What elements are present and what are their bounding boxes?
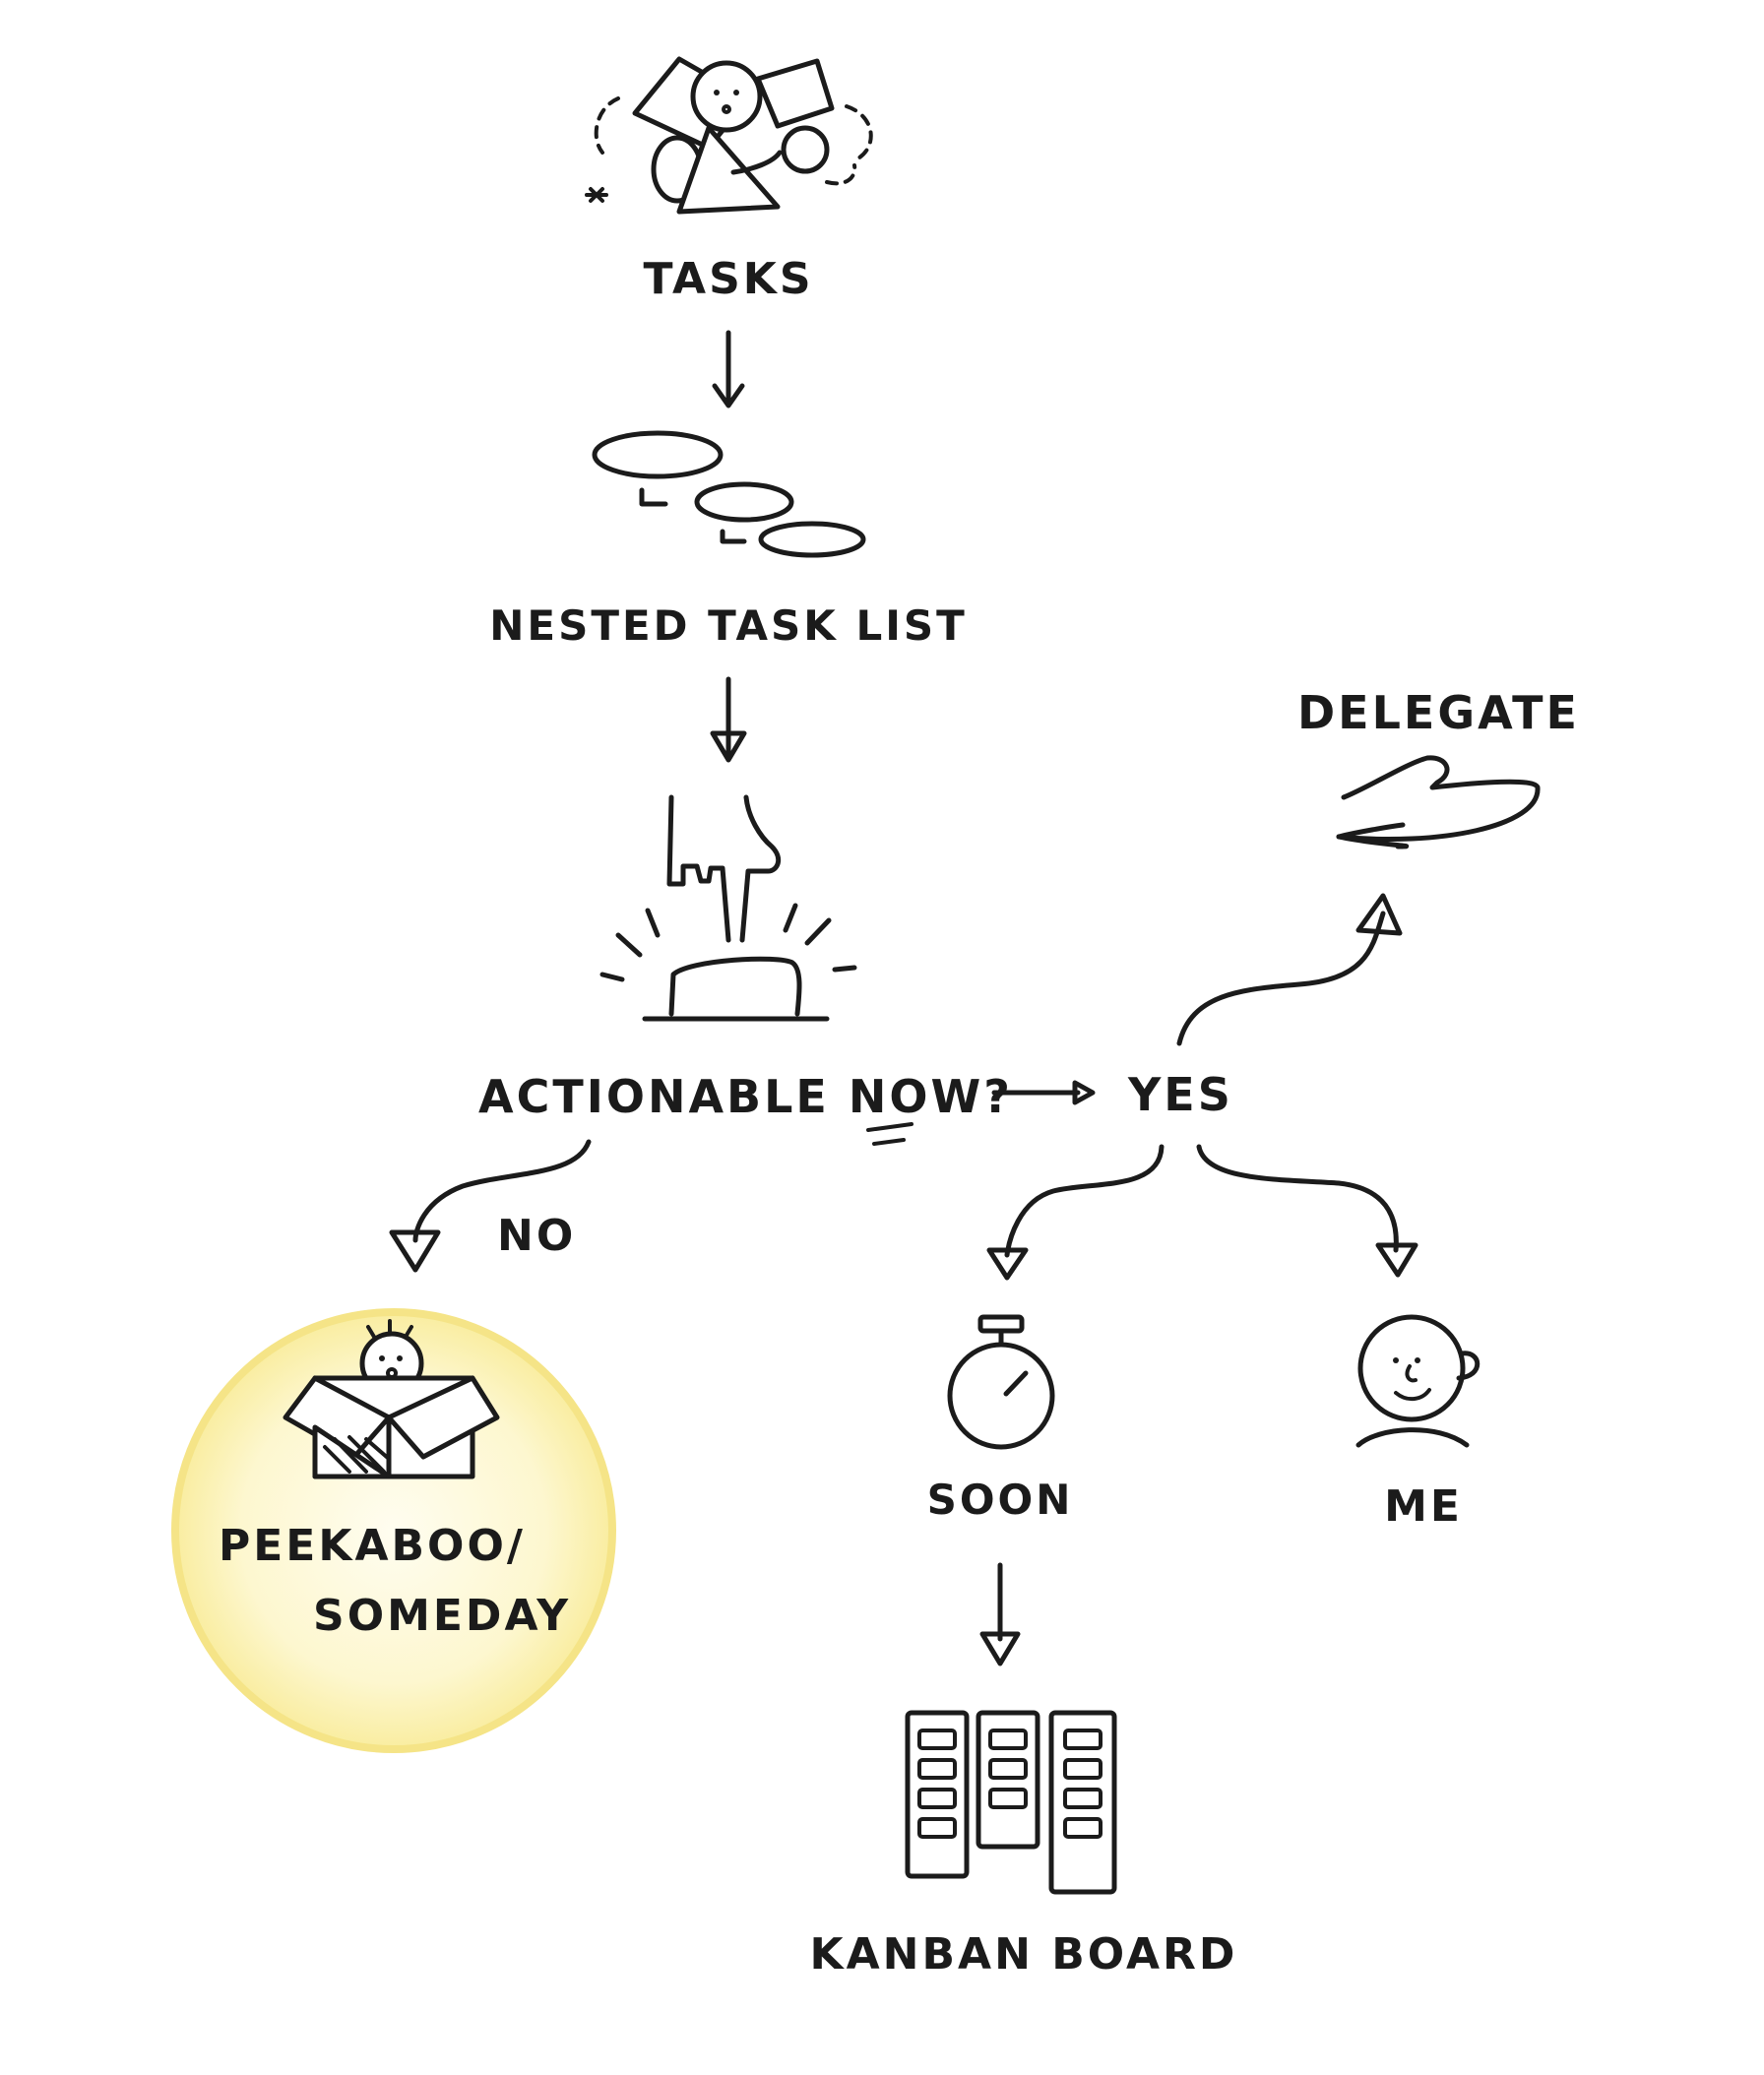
nested-list-icon: [592, 430, 866, 558]
arrow-question-to-yes: [991, 1080, 1096, 1105]
kanban-label: KANBAN BOARD: [810, 1929, 1238, 1980]
delegate-label: DELEGATE: [1297, 686, 1580, 739]
arrow-tasks-to-nested: [712, 330, 745, 409]
soon-label: SOON: [927, 1476, 1074, 1524]
nested-label: NESTED TASK LIST: [489, 601, 968, 650]
tasks-label: TASKS: [643, 254, 813, 304]
arrow-nested-to-question: [710, 676, 747, 763]
box-peek-icon: [283, 1319, 500, 1479]
no-label: NO: [497, 1211, 576, 1261]
hand-icon: [1336, 755, 1541, 849]
me-label: ME: [1384, 1481, 1463, 1532]
someday-line2: SOMEDAY: [313, 1591, 571, 1641]
arrow-yes-to-me: [1196, 1144, 1418, 1278]
kanban-board-icon: [905, 1710, 1117, 1895]
question-underline: [866, 1122, 914, 1146]
arrow-soon-to-kanban: [979, 1562, 1021, 1666]
stopwatch-icon: [947, 1314, 1055, 1450]
person-icon: [1355, 1314, 1480, 1448]
arrow-yes-to-delegate: [1176, 893, 1403, 1046]
tasks-pile-icon: [585, 56, 873, 215]
arrow-yes-to-soon: [986, 1144, 1165, 1281]
someday-highlight: [171, 1308, 616, 1753]
question-label: ACTIONABLE NOW?: [478, 1070, 1013, 1123]
push-button-icon: [599, 794, 857, 1022]
yes-label: YES: [1127, 1068, 1233, 1121]
arrow-question-to-no: [389, 1139, 592, 1273]
someday-line1: PEEKABOO/: [219, 1521, 526, 1571]
